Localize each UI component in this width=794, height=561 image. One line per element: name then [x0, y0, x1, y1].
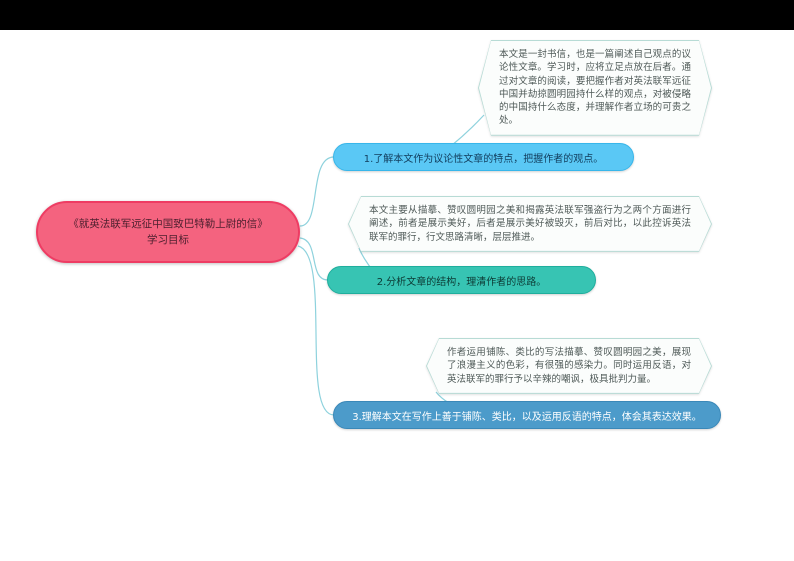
note-body-1: 本文是一封书信，也是一篇阐述自己观点的议论性文章。学习时，应将立足点放在后者。通… — [479, 41, 711, 135]
connector-note-2-to-branch-2 — [358, 247, 371, 268]
branch-label-2: 2.分析文章的结构，理清作者的思路。 — [376, 276, 547, 288]
connector-root-to-branch-1 — [299, 156, 335, 227]
branch-label-3: 3.理解本文在写作上善于铺陈、类比，以及运用反语的特点，体会其表达效果。 — [352, 411, 702, 423]
slide-top-bar — [0, 0, 794, 30]
note-border-1: 本文是一封书信，也是一篇阐述自己观点的议论性文章。学习时，应将立足点放在后者。通… — [478, 40, 712, 136]
branch-node-1: 1.了解本文作为议论性文章的特点，把握作者的观点。 — [333, 143, 634, 171]
branch-node-3: 3.理解本文在写作上善于铺陈、类比，以及运用反语的特点，体会其表达效果。 — [333, 401, 721, 429]
note-border-3: 作者运用铺陈、类比的写法描摹、赞叹圆明园之美，展现了浪漫主义的色彩，有很强的感染… — [426, 338, 712, 394]
root-title-line2: 学习目标 — [147, 234, 189, 246]
note-border-2: 本文主要从描摹、赞叹圆明园之美和揭露英法联军强盗行为之两个方面进行阐述，前者是展… — [348, 196, 712, 252]
note-node-3: 作者运用铺陈、类比的写法描摹、赞叹圆明园之美，展现了浪漫主义的色彩，有很强的感染… — [426, 338, 712, 394]
note-text-3: 作者运用铺陈、类比的写法描摹、赞叹圆明园之美，展现了浪漫主义的色彩，有很强的感染… — [447, 347, 691, 385]
note-node-1: 本文是一封书信，也是一篇阐述自己观点的议论性文章。学习时，应将立足点放在后者。通… — [478, 40, 712, 136]
connector-root-to-branch-2 — [299, 237, 329, 281]
note-text-2: 本文主要从描摹、赞叹圆明园之美和揭露英法联军强盗行为之两个方面进行阐述，前者是展… — [369, 205, 691, 243]
note-body-3: 作者运用铺陈、类比的写法描摹、赞叹圆明园之美，展现了浪漫主义的色彩，有很强的感染… — [427, 339, 711, 393]
note-body-2: 本文主要从描摹、赞叹圆明园之美和揭露英法联军强盗行为之两个方面进行阐述，前者是展… — [349, 197, 711, 251]
branch-label-1: 1.了解本文作为议论性文章的特点，把握作者的观点。 — [363, 153, 604, 165]
branch-node-2: 2.分析文章的结构，理清作者的思路。 — [327, 266, 596, 294]
note-node-2: 本文主要从描摹、赞叹圆明园之美和揭露英法联军强盗行为之两个方面进行阐述，前者是展… — [348, 196, 712, 252]
root-node: 《就英法联军远征中国致巴特勒上尉的信》 学习目标 — [36, 201, 300, 263]
connector-root-to-branch-3 — [297, 245, 335, 416]
root-title-line1: 《就英法联军远征中国致巴特勒上尉的信》 — [68, 217, 268, 230]
note-text-1: 本文是一封书信，也是一篇阐述自己观点的议论性文章。学习时，应将立足点放在后者。通… — [499, 49, 691, 127]
